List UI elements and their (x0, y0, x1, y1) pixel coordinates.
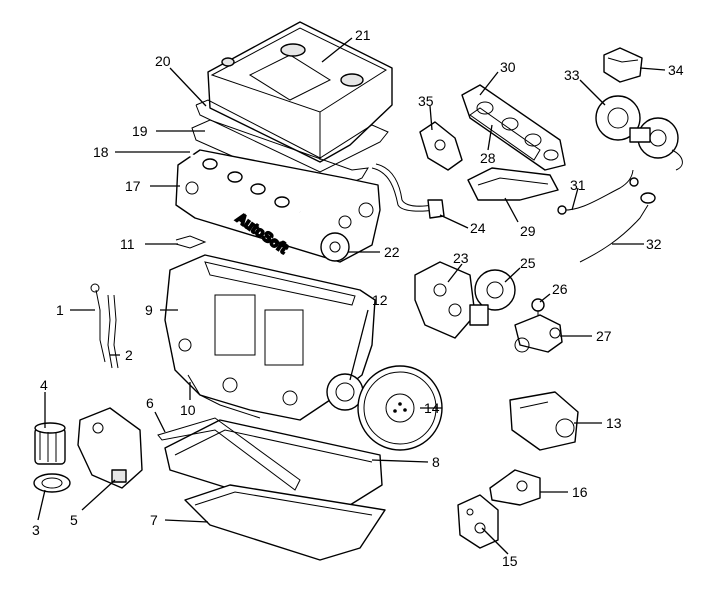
callout-29: 29 (520, 223, 536, 239)
callout-10: 10 (180, 402, 196, 418)
callout-16: 16 (572, 484, 588, 500)
callout-7: 7 (150, 512, 158, 528)
block-lower-detail (187, 374, 261, 419)
callout-27: 27 (596, 328, 612, 344)
callout-35: 35 (418, 93, 434, 109)
callout-34: 34 (668, 62, 684, 78)
callout-4: 4 (40, 377, 48, 393)
callout-20: 20 (155, 53, 171, 69)
turbo-oil-return-pipe (579, 192, 656, 263)
callout-8: 8 (432, 454, 440, 470)
callout-30: 30 (500, 59, 516, 75)
exhaust-manifold (461, 84, 566, 171)
head-gasket (191, 119, 369, 197)
callout-17: 17 (125, 178, 141, 194)
dipstick-tube (107, 294, 119, 369)
callout-26: 26 (552, 281, 568, 297)
callout-25: 25 (520, 255, 536, 271)
valve-cover (207, 21, 393, 163)
engine-mount-upper (489, 469, 541, 506)
callout-3: 3 (32, 522, 40, 538)
oil-filter-seal (33, 473, 71, 493)
turbo-bracket (603, 47, 643, 83)
callout-23: 23 (453, 250, 469, 266)
turbo-oil-feed-pipe (557, 169, 639, 215)
oil-filter (34, 422, 66, 465)
oil-pan (184, 484, 386, 561)
turbocharger (595, 95, 683, 171)
water-outlet (514, 314, 563, 353)
callout-18: 18 (93, 144, 109, 160)
leader-lines (37, 37, 666, 555)
small-gasket (175, 235, 207, 249)
callout-32: 32 (646, 236, 662, 252)
callout-24: 24 (470, 220, 486, 236)
fuel-pump (414, 261, 476, 339)
callout-9: 9 (145, 302, 153, 318)
callout-19: 19 (132, 123, 148, 139)
engine-mount-lower (457, 494, 499, 549)
callout-12: 12 (372, 292, 388, 308)
valve-cover-gasket (195, 99, 389, 173)
callout-1: 1 (56, 302, 64, 318)
vacuum-pump (469, 269, 516, 326)
heat-shield (467, 167, 559, 201)
cam-sprocket (320, 232, 350, 262)
breather-pipe (371, 163, 445, 219)
callout-31: 31 (570, 177, 586, 193)
dipstick (90, 283, 106, 363)
callout-33: 33 (564, 67, 580, 83)
callout-21: 21 (355, 27, 371, 43)
callout-13: 13 (606, 415, 622, 431)
manifold-gasket (469, 107, 541, 161)
callout-2: 2 (125, 347, 133, 363)
sump-gasket (157, 417, 301, 491)
camshaft (184, 150, 301, 214)
callout-5: 5 (70, 512, 78, 528)
callout-22: 22 (384, 244, 400, 260)
callout-14: 14 (424, 400, 440, 416)
callout-labels: 1 2 3 4 5 6 7 8 9 10 11 12 13 14 15 16 1… (32, 27, 684, 569)
oil-filter-housing (77, 407, 143, 489)
callout-28: 28 (480, 150, 496, 166)
callout-11: 11 (120, 236, 135, 252)
callout-15: 15 (502, 553, 518, 569)
callout-6: 6 (146, 395, 154, 411)
sensor-housing (419, 121, 463, 171)
starter-motor (509, 391, 579, 451)
